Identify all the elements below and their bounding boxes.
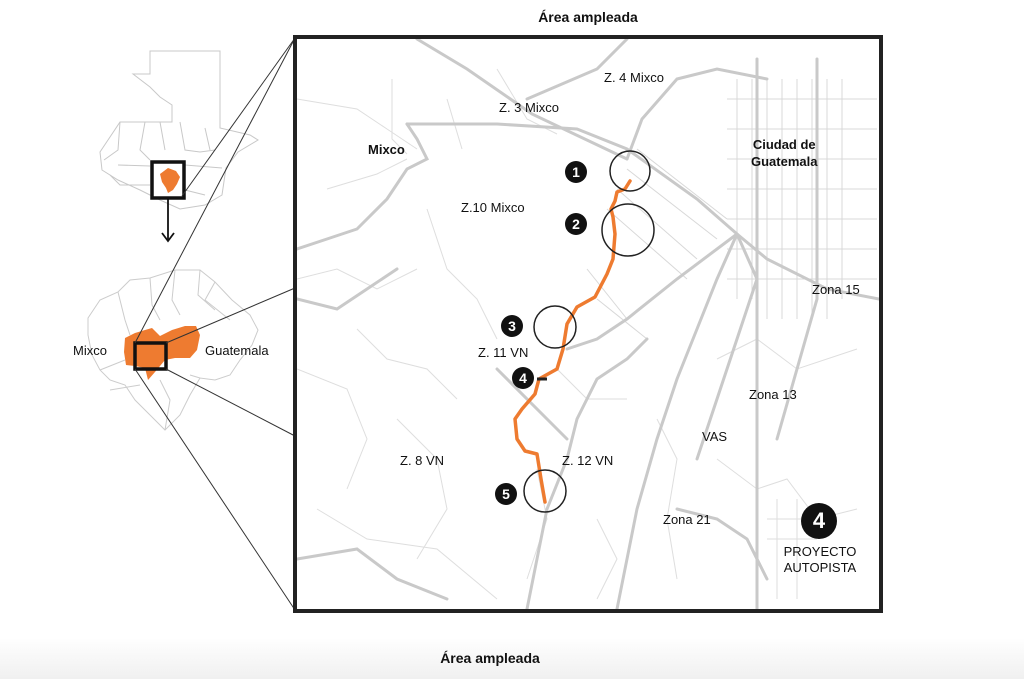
label-z10-mixco: Z.10 Mixco xyxy=(461,200,525,215)
project-marker: 4 xyxy=(801,503,837,539)
label-ciudad-line1: Ciudad de xyxy=(752,137,816,152)
highlight-area-large xyxy=(124,326,200,380)
label-zona13: Zona 13 xyxy=(749,387,797,402)
detail-map-frame: Z. 4 Mixco Z. 3 Mixco Mixco Ciudad de Gu… xyxy=(293,35,883,613)
label-z4-mixco: Z. 4 Mixco xyxy=(604,70,664,85)
locator-box-large xyxy=(133,341,168,371)
label-mixco-overview: Mixco xyxy=(73,343,107,358)
label-vas: VAS xyxy=(702,429,728,444)
project-label: PROYECTO AUTOPISTA xyxy=(777,544,863,576)
project-label-line1: PROYECTO xyxy=(783,544,857,559)
map-caption: Área ampleada xyxy=(440,650,540,666)
marker-5: 5 xyxy=(495,483,517,505)
label-z12-vn: Z. 12 VN xyxy=(562,453,614,468)
label-z8-vn: Z. 8 VN xyxy=(400,453,445,468)
label-ciudad-guatemala: Ciudad de Guatemala xyxy=(751,136,817,170)
detail-map-roads xyxy=(297,39,879,609)
map-title-top: Área ampleada xyxy=(538,9,638,25)
label-z11-vn: Z. 11 VN xyxy=(478,345,529,360)
locator-box-small xyxy=(150,160,186,200)
label-ciudad-line2: Guatemala xyxy=(751,154,818,169)
department-map xyxy=(87,269,259,431)
project-label-line2: AUTOPISTA xyxy=(783,560,857,575)
highlight-area-small xyxy=(160,168,180,193)
label-zona21: Zona 21 xyxy=(663,512,711,527)
label-zona15: Zona 15 xyxy=(812,282,860,297)
arrow-down-icon xyxy=(161,199,175,243)
label-z3-mixco: Z. 3 Mixco xyxy=(499,100,559,115)
marker-4: 4 xyxy=(512,367,534,389)
marker-1: 1 xyxy=(565,161,587,183)
label-guatemala-overview: Guatemala xyxy=(205,343,269,358)
country-map xyxy=(99,50,259,210)
caption-strip xyxy=(0,638,1024,679)
label-mixco: Mixco xyxy=(368,142,405,157)
marker-3: 3 xyxy=(501,315,523,337)
route-line xyxy=(513,179,632,504)
highlight-circles xyxy=(523,150,655,513)
marker-2: 2 xyxy=(565,213,587,235)
zoom-connectors xyxy=(134,37,296,611)
